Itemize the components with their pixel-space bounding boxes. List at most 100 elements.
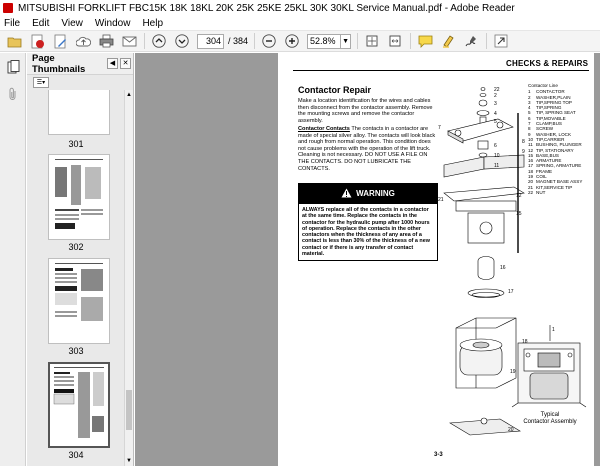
callout-19: 19 <box>510 369 516 375</box>
legend-title: Contactor Line <box>528 83 558 88</box>
comment-button[interactable] <box>416 32 434 50</box>
callout-6: 6 <box>494 143 497 149</box>
thumbnail-label: 302 <box>68 242 84 252</box>
toolbar-separator <box>410 33 412 49</box>
email-button[interactable] <box>120 32 138 50</box>
zoom-input[interactable] <box>307 33 342 49</box>
thumbnails-scrollbar[interactable]: ▲ ▼ <box>124 90 133 466</box>
callout-4: 4 <box>494 111 497 117</box>
thumbnail-label: 301 <box>68 139 84 149</box>
menu-view[interactable]: View <box>61 17 83 29</box>
callout-2: 2 <box>494 93 497 99</box>
sign-button[interactable] <box>462 32 480 50</box>
thumbnail-page-303[interactable] <box>48 258 110 344</box>
callout-18: 18 <box>522 339 528 345</box>
callout-3: 3 <box>494 101 497 107</box>
thumbnail-preview <box>55 159 103 229</box>
envelope-icon <box>122 36 136 46</box>
caption-line: Typical <box>540 412 560 418</box>
callout-10: 10 <box>494 153 500 159</box>
expand-icon <box>494 34 508 48</box>
thumbnail-preview <box>53 367 104 438</box>
close-panel-button[interactable]: ✕ <box>120 58 131 69</box>
caption-line: Contactor Assembly <box>523 419 577 425</box>
thumbnails-panel: Page Thumbnails ◀ ✕ ☰▾ 301 <box>27 53 134 466</box>
plus-icon <box>285 34 299 48</box>
warning-banner: WARNING <box>298 183 438 203</box>
menu-window[interactable]: Window <box>94 17 131 29</box>
fit-width-icon <box>389 35 401 47</box>
collapse-panel-button[interactable]: ◀ <box>107 58 118 69</box>
figure-caption: Typical Contactor Assembly <box>520 412 580 426</box>
page-heading: Contactor Repair <box>298 85 372 95</box>
next-page-button[interactable] <box>173 32 191 50</box>
paragraph-label: Contactor Contacts <box>298 126 350 132</box>
open-button[interactable] <box>5 32 23 50</box>
page-total: / 384 <box>228 36 249 46</box>
menu-bar: File Edit View Window Help <box>0 16 600 30</box>
callout-11: 11 <box>494 163 499 169</box>
attachments-tab[interactable] <box>5 86 21 102</box>
cloud-button[interactable] <box>74 32 92 50</box>
paragraph-contacts: Contactor Contacts The contacts in a con… <box>298 126 438 172</box>
create-pdf-button[interactable] <box>28 32 46 50</box>
scroll-down-icon[interactable]: ▼ <box>126 458 132 464</box>
menu-help[interactable]: Help <box>142 17 164 29</box>
thumbnail-page-302[interactable] <box>48 154 110 240</box>
highlight-button[interactable] <box>439 32 457 50</box>
section-header: CHECKS & REPAIRS <box>506 59 589 68</box>
options-menu-button[interactable]: ☰▾ <box>33 77 49 88</box>
print-button[interactable] <box>97 32 115 50</box>
create-pdf-icon <box>31 34 44 48</box>
document-view[interactable]: CHECKS & REPAIRS Contactor Repair Make a… <box>135 53 600 466</box>
scrollbar-thumb[interactable] <box>126 390 132 430</box>
toolbar-separator <box>254 33 256 49</box>
pages-icon <box>7 60 19 74</box>
zoom-select[interactable]: ▼ <box>307 33 352 49</box>
previous-page-button[interactable] <box>150 32 168 50</box>
list-options-icon: ☰▾ <box>36 80 46 86</box>
paragraph-text: The contacts in a contactor are made of … <box>298 126 436 172</box>
thumbnail-page-304[interactable] <box>48 362 110 448</box>
thumbnail-list[interactable]: 301 302 <box>27 90 125 466</box>
scroll-up-icon[interactable]: ▲ <box>126 92 132 98</box>
page-thumbnails-tab[interactable] <box>5 59 21 75</box>
callout-20: 20 <box>508 427 514 433</box>
fit-page-button[interactable] <box>363 32 381 50</box>
chevron-down-icon[interactable]: ▼ <box>341 33 352 49</box>
page-number-input[interactable] <box>197 33 224 49</box>
zoom-in-button[interactable] <box>283 32 301 50</box>
arrow-up-icon <box>152 34 166 48</box>
edit-button[interactable] <box>51 32 69 50</box>
navigation-rail <box>0 53 26 466</box>
menu-edit[interactable]: Edit <box>32 17 50 29</box>
callout-21: 21 <box>438 197 444 203</box>
zoom-out-button[interactable] <box>260 32 278 50</box>
thumbnail-page-301[interactable] <box>48 90 110 135</box>
toolbar-separator <box>357 33 359 49</box>
highlighter-icon <box>442 35 454 48</box>
menu-file[interactable]: File <box>4 17 21 29</box>
expand-button[interactable] <box>492 32 510 50</box>
fit-width-button[interactable] <box>386 32 404 50</box>
printed-page-number: 3-3 <box>434 452 443 458</box>
printer-icon <box>99 34 113 48</box>
fit-page-icon <box>366 35 378 47</box>
